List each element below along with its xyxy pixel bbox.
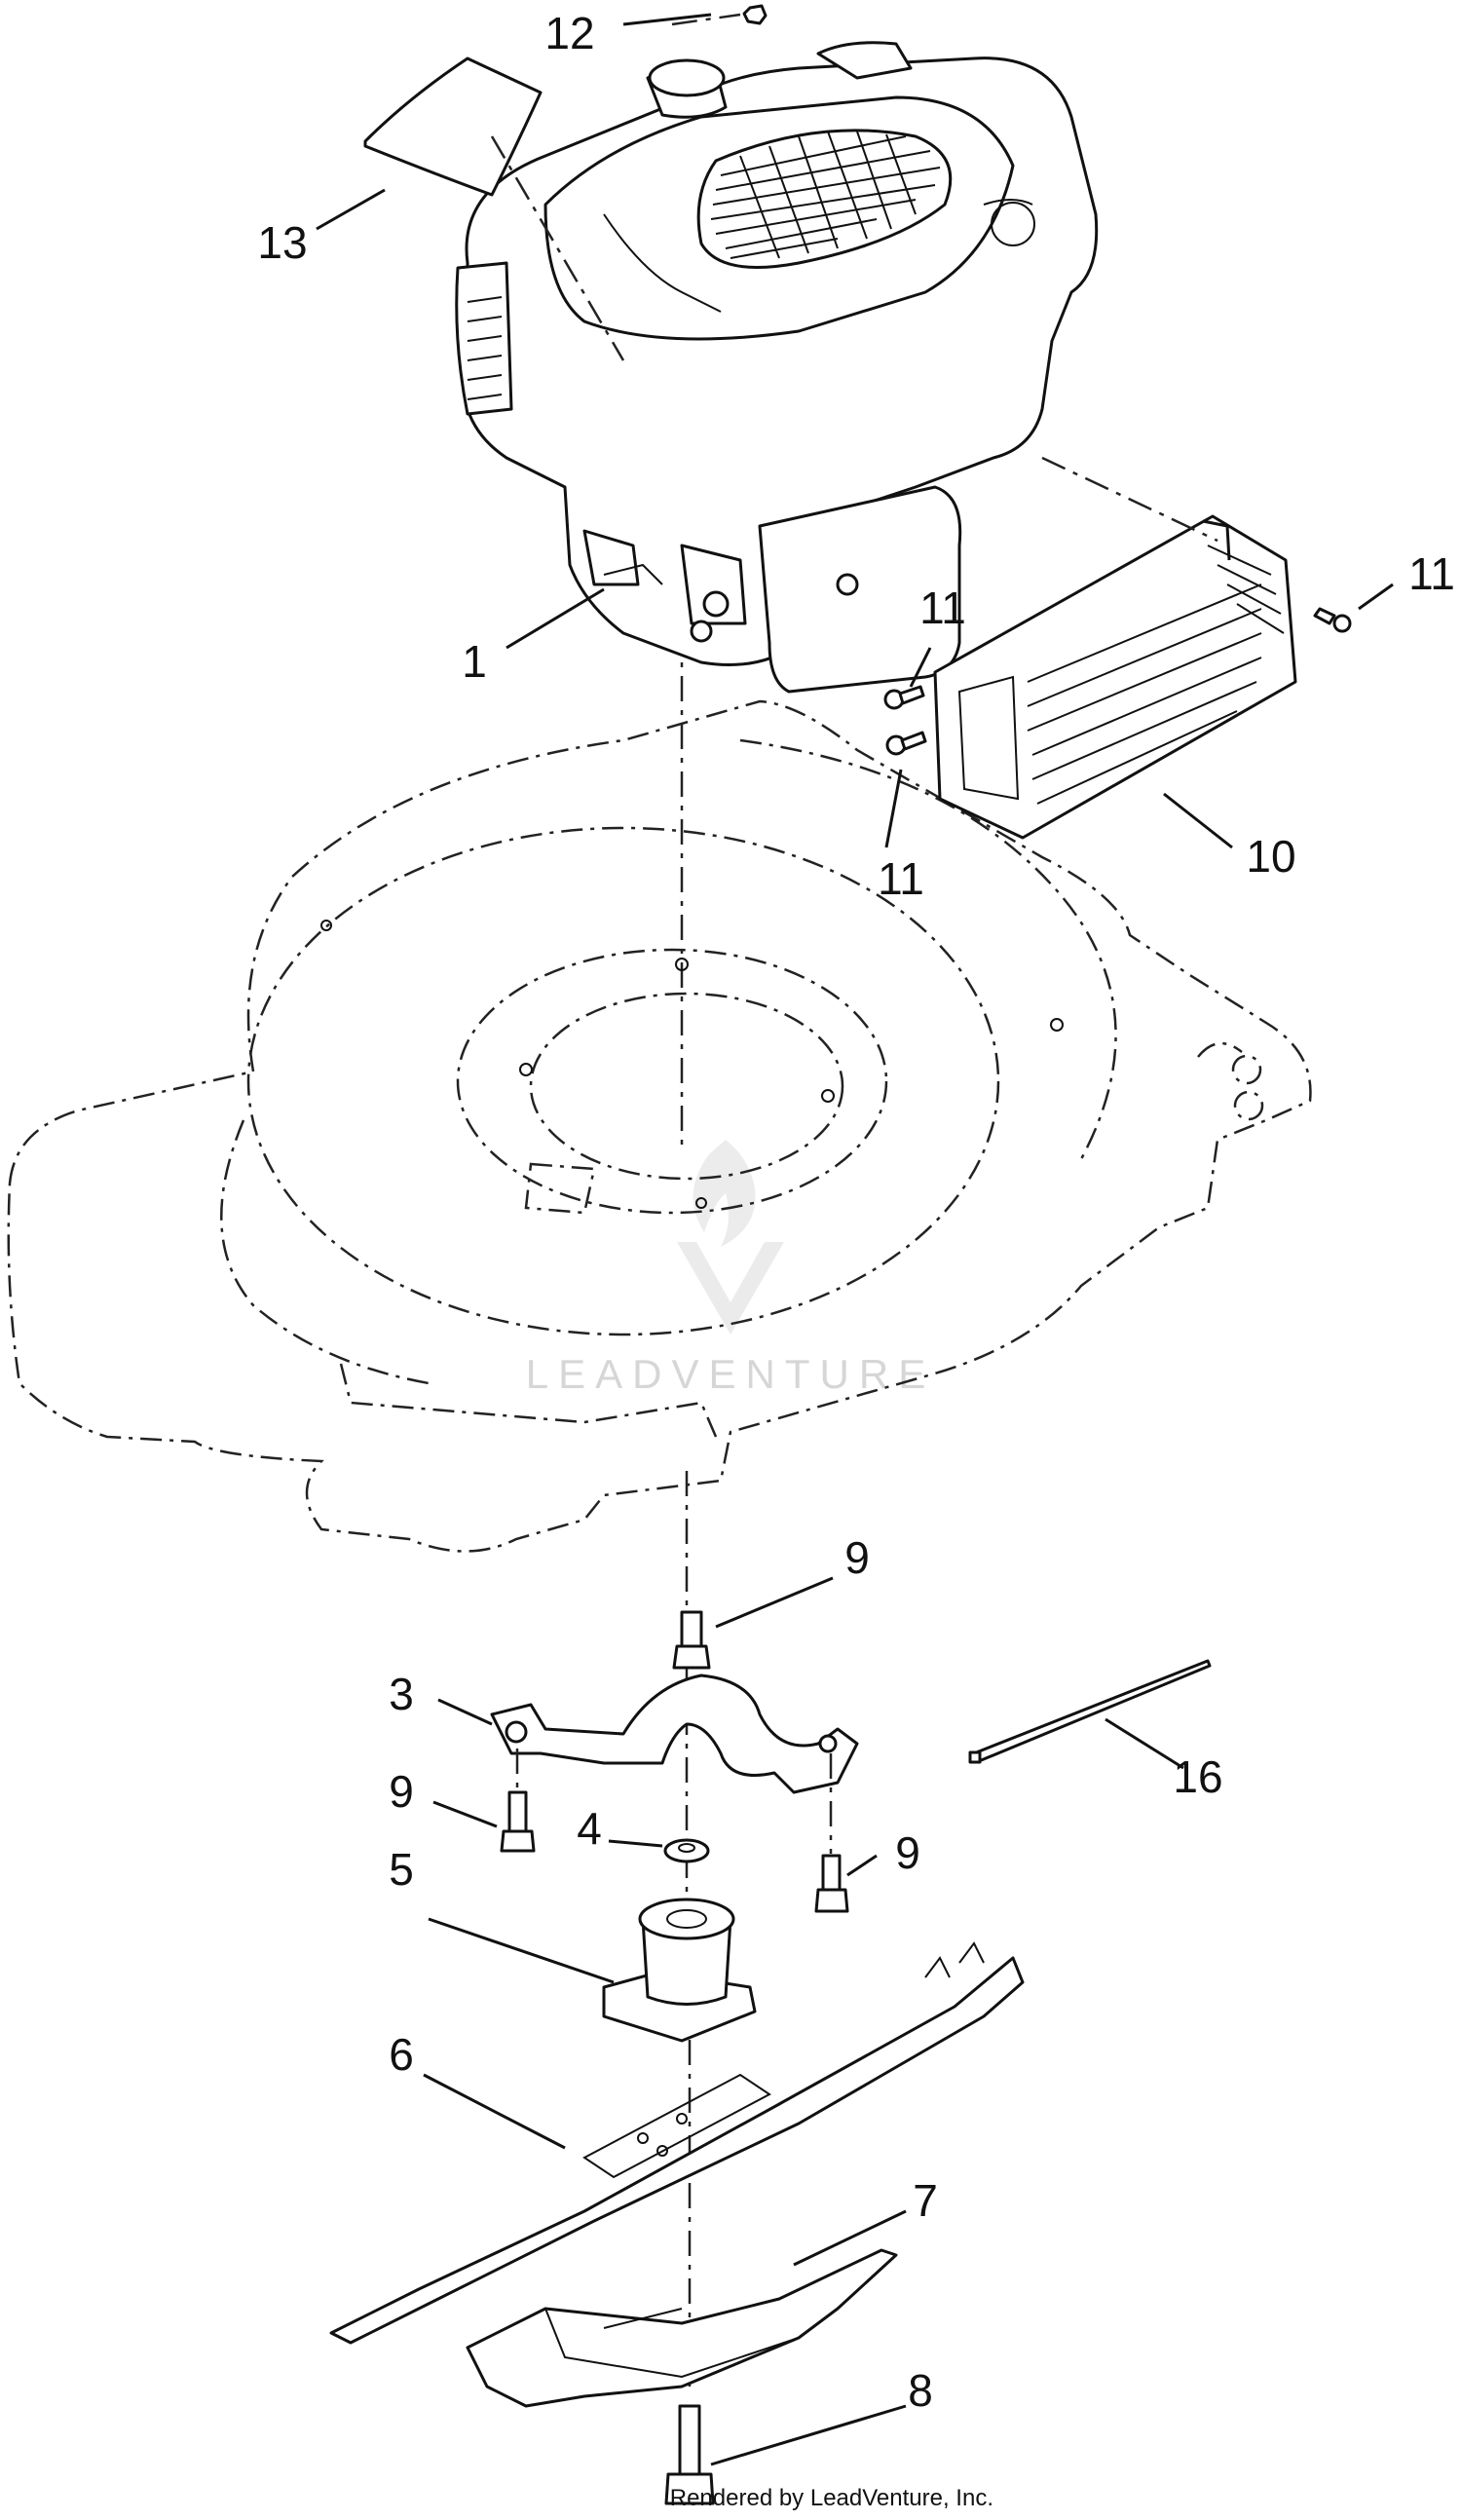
engine xyxy=(455,41,1099,694)
screw-11-right xyxy=(1313,607,1352,633)
callout-10: 10 xyxy=(1246,831,1295,882)
callout-6: 6 xyxy=(389,2029,414,2080)
callout-11-lower: 11 xyxy=(878,853,924,904)
watermark-logo-icon xyxy=(677,1140,784,1335)
callout-leader-lines xyxy=(316,13,1394,2466)
washer xyxy=(663,1838,710,1863)
cable-tie xyxy=(968,1659,1212,1764)
callout-16: 16 xyxy=(1173,1751,1222,1802)
render-credit: Rendered by LeadVenture, Inc. xyxy=(670,2485,993,2511)
heat-shield-guide-line xyxy=(1041,456,1218,543)
decal-guide-line xyxy=(490,135,625,361)
decal xyxy=(363,56,543,197)
callout-9-left: 9 xyxy=(389,1766,414,1817)
bolt-9-upper xyxy=(672,1610,711,1670)
callout-12: 12 xyxy=(544,8,594,58)
mower-deck xyxy=(7,699,1312,1553)
leadventure-watermark: LEADVENTURE xyxy=(526,1140,935,1397)
callout-7: 7 xyxy=(913,2175,938,2226)
bolt-9-right xyxy=(814,1854,849,1913)
nut xyxy=(742,4,768,25)
blade-bolt xyxy=(664,2404,715,2505)
callout-8: 8 xyxy=(908,2365,933,2416)
callout-9-upper: 9 xyxy=(844,1532,870,1583)
screw-11-upper xyxy=(883,685,925,710)
callout-13: 13 xyxy=(257,217,307,268)
callout-labels: 12 13 1 11 11 11 10 9 3 16 9 4 9 5 6 7 8 xyxy=(257,8,1454,2416)
mower-blade xyxy=(329,1941,1025,2345)
callout-3: 3 xyxy=(389,1669,414,1719)
wind-blade xyxy=(466,2248,898,2408)
callout-11-upper: 11 xyxy=(919,583,966,633)
callout-11-right: 11 xyxy=(1408,548,1455,599)
blade-adapter-bracket xyxy=(490,1674,859,1794)
watermark-text: LEADVENTURE xyxy=(526,1351,935,1397)
nut-guide-line xyxy=(671,13,741,26)
bolt-9-left xyxy=(500,1790,536,1853)
callout-1: 1 xyxy=(462,636,487,687)
callout-4: 4 xyxy=(577,1803,602,1854)
callout-5: 5 xyxy=(389,1844,414,1895)
callout-9-right: 9 xyxy=(895,1827,920,1878)
bolt-guide-lines xyxy=(515,1749,833,1854)
heat-shield xyxy=(933,514,1297,840)
blade-adapter xyxy=(602,1898,757,2043)
screw-11-lower xyxy=(885,731,927,756)
